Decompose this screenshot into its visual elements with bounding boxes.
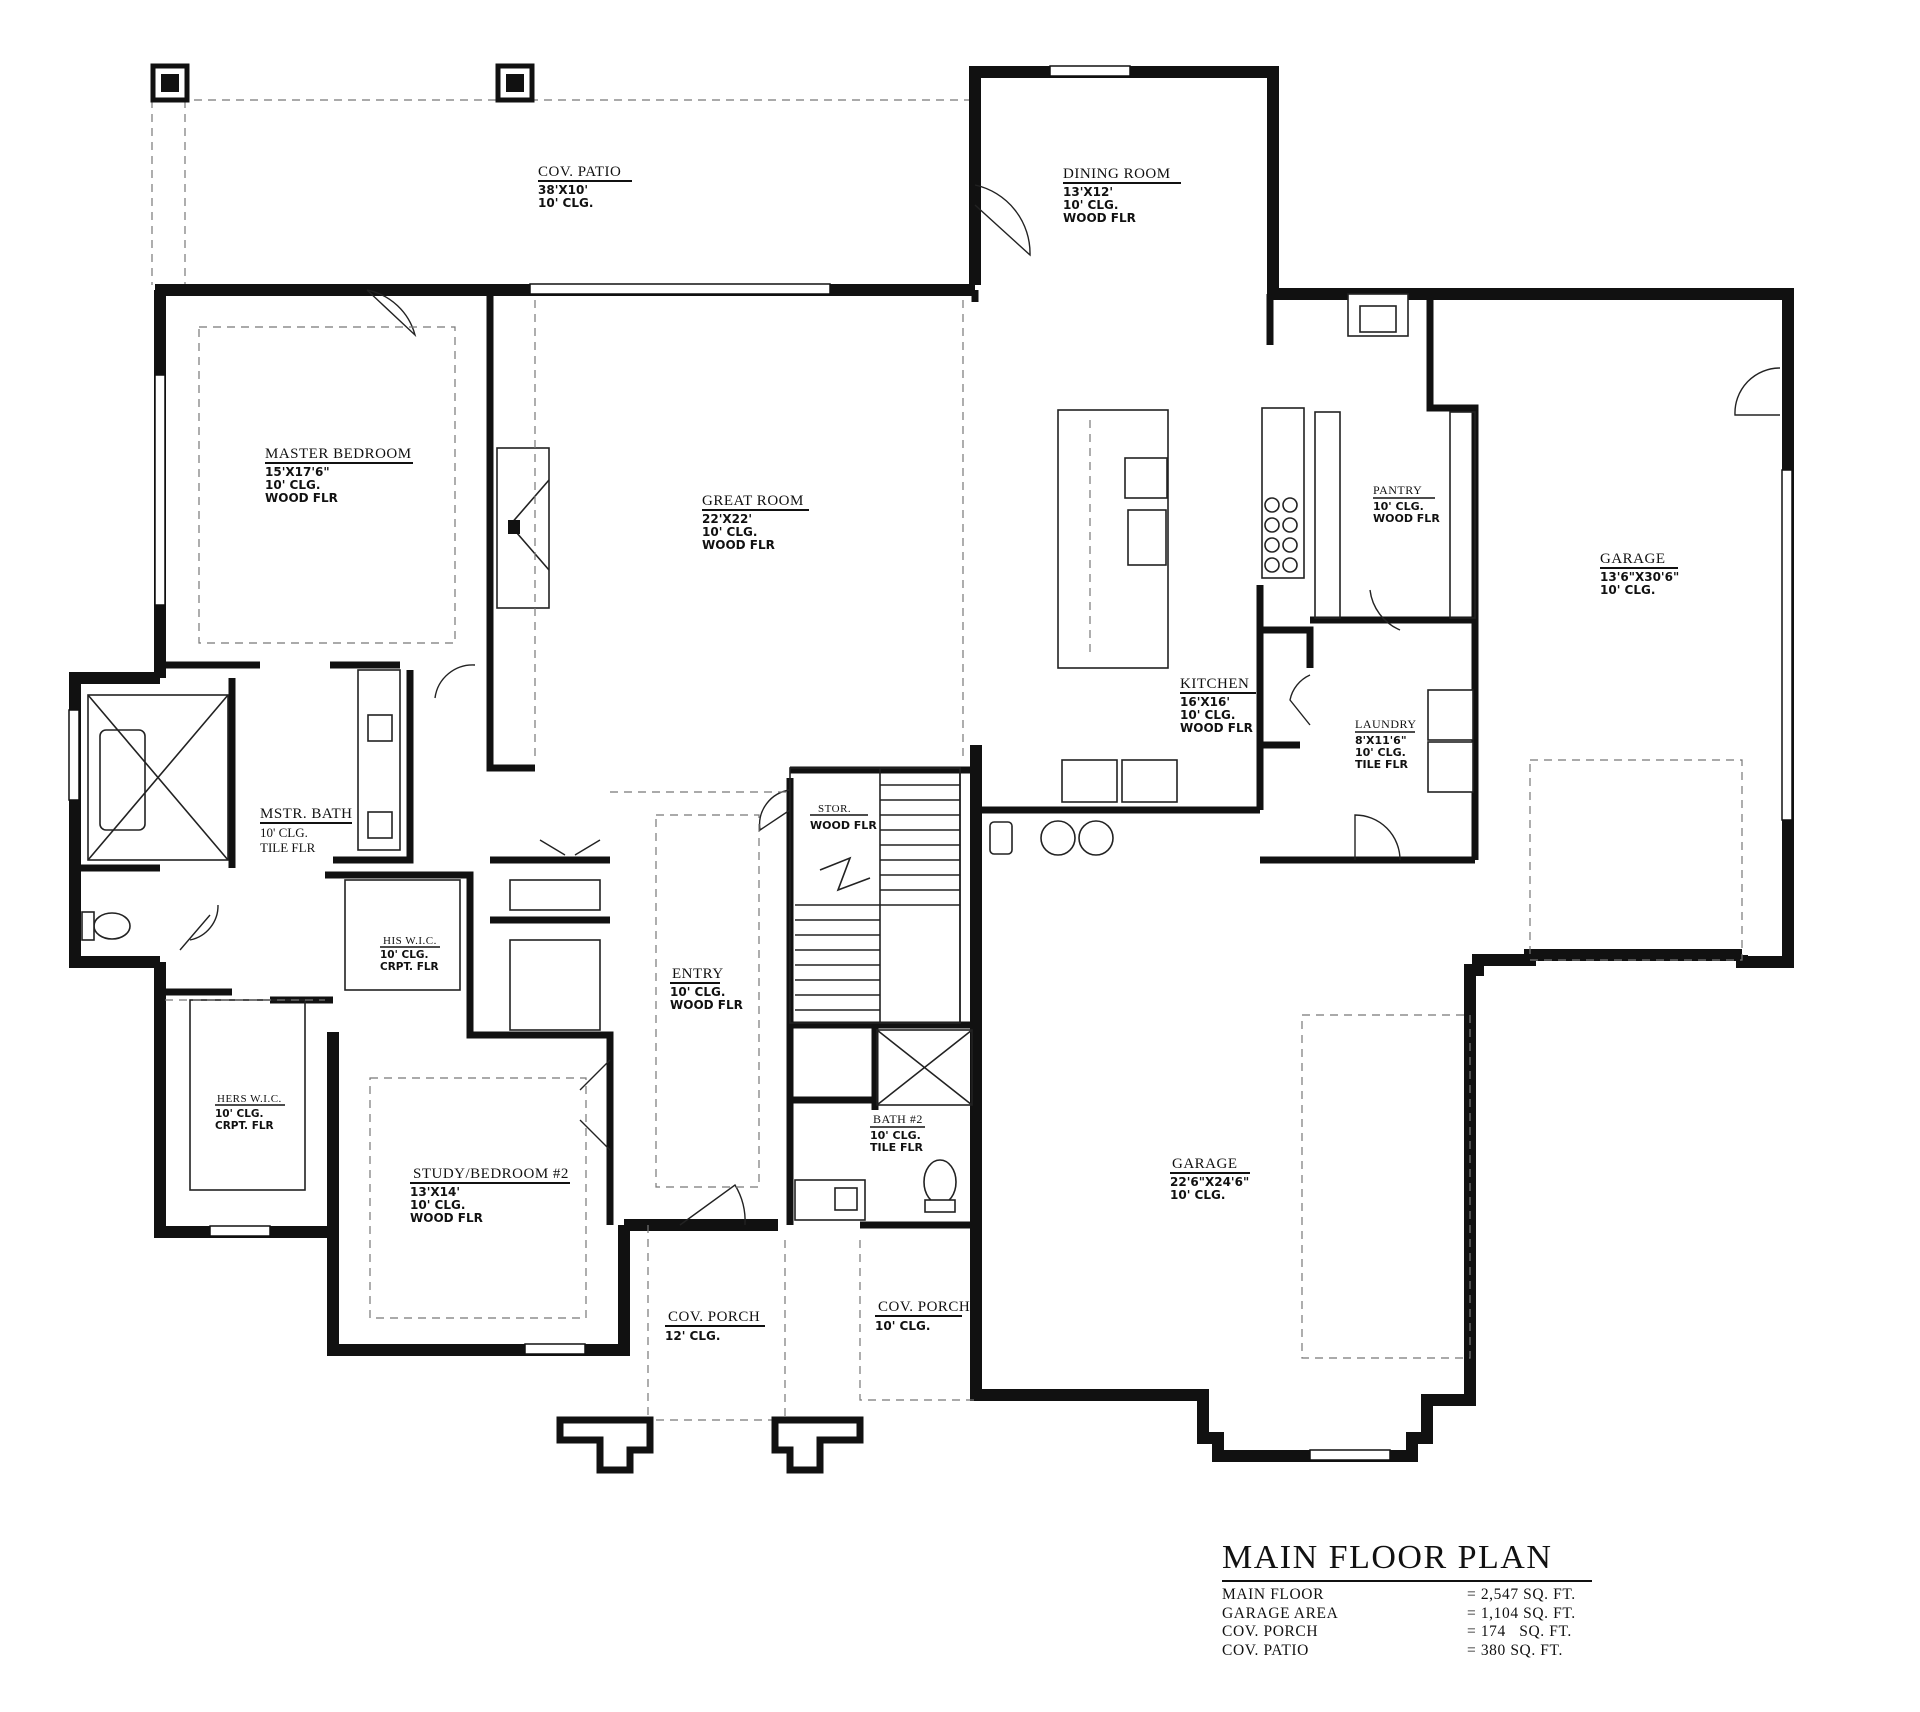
legend-row-cov-porch: COV. PORCH= 174 SQ. FT.: [1222, 1623, 1572, 1640]
svg-text:TILE FLR: TILE FLR: [870, 1141, 923, 1154]
svg-text:10' CLG.: 10' CLG.: [702, 525, 757, 539]
room-label-porch-1: COV. PORCH 12' CLG.: [665, 1309, 765, 1343]
svg-text:10' CLG.: 10' CLG.: [265, 478, 320, 492]
svg-text:10' CLG.: 10' CLG.: [1180, 708, 1235, 722]
svg-text:10' CLG.: 10' CLG.: [875, 1319, 930, 1333]
svg-text:GREAT ROOM: GREAT ROOM: [702, 493, 804, 509]
svg-text:10' CLG.: 10' CLG.: [215, 1108, 264, 1120]
interior-walls: [75, 290, 1479, 1232]
svg-text:10' CLG.: 10' CLG.: [260, 825, 308, 840]
room-label-mstr-bath: MSTR. BATH 10' CLG. TILE FLR: [260, 806, 353, 855]
svg-text:COV. PORCH: COV. PORCH: [878, 1299, 970, 1315]
room-label-great-room: GREAT ROOM 22'X22' 10' CLG. WOOD FLR: [702, 493, 809, 552]
svg-text:STUDY/BEDROOM #2: STUDY/BEDROOM #2: [413, 1166, 569, 1182]
svg-text:10' CLG.: 10' CLG.: [1373, 500, 1424, 513]
svg-text:10' CLG.: 10' CLG.: [1355, 746, 1406, 759]
room-label-kitchen: KITCHEN 16'X16' 10' CLG. WOOD FLR: [1180, 676, 1256, 735]
svg-text:12' CLG.: 12' CLG.: [665, 1329, 720, 1343]
svg-text:10' CLG.: 10' CLG.: [670, 985, 725, 999]
svg-text:13'X12': 13'X12': [1063, 185, 1113, 199]
room-label-dining: DINING ROOM 13'X12' 10' CLG. WOOD FLR: [1063, 166, 1181, 225]
room-label-master-bedroom: MASTER BEDROOM 15'X17'6" 10' CLG. WOOD F…: [265, 446, 413, 505]
exterior-walls: [69, 66, 1794, 1462]
room-label-porch-2: COV. PORCH 10' CLG.: [875, 1299, 970, 1333]
svg-text:10' CLG.: 10' CLG.: [870, 1129, 921, 1142]
room-label-entry: ENTRY 10' CLG. WOOD FLR: [670, 966, 743, 1012]
fixtures: [81, 293, 1476, 1221]
svg-text:HERS W.I.C.: HERS W.I.C.: [217, 1093, 282, 1105]
svg-text:8'X11'6": 8'X11'6": [1355, 734, 1407, 747]
svg-text:LAUNDRY: LAUNDRY: [1355, 717, 1417, 731]
dashed-outlines: [165, 300, 1743, 1421]
door-swings: [179, 184, 1781, 1226]
svg-text:38'X10': 38'X10': [538, 183, 588, 197]
legend-row-cov-patio: COV. PATIO= 380 SQ. FT.: [1222, 1641, 1563, 1659]
room-label-study: STUDY/BEDROOM #2 13'X14' 10' CLG. WOOD F…: [410, 1166, 570, 1225]
room-label-hers-wic: HERS W.I.C. 10' CLG. CRPT. FLR: [215, 1093, 285, 1132]
svg-text:CRPT. FLR: CRPT. FLR: [380, 961, 439, 973]
svg-text:WOOD FLR: WOOD FLR: [670, 998, 743, 1012]
area-legend: MAIN FLOOR PLAN MAIN FLOOR= 2,547 SQ. FT…: [1222, 1538, 1592, 1660]
room-label-bath2: BATH #2 10' CLG. TILE FLR: [870, 1112, 925, 1154]
svg-text:COV. PORCH: COV. PORCH: [668, 1309, 760, 1325]
svg-text:GARAGE: GARAGE: [1172, 1156, 1238, 1172]
room-label-pantry: PANTRY 10' CLG. WOOD FLR: [1373, 483, 1440, 525]
svg-text:15'X17'6": 15'X17'6": [265, 465, 330, 479]
svg-text:22'X22': 22'X22': [702, 512, 752, 526]
svg-text:WOOD FLR: WOOD FLR: [410, 1211, 483, 1225]
svg-text:10' CLG.: 10' CLG.: [410, 1198, 465, 1212]
legend-row-main-floor: MAIN FLOOR= 2,547 SQ. FT.: [1222, 1586, 1576, 1603]
svg-text:BATH #2: BATH #2: [873, 1112, 923, 1126]
plan-title: MAIN FLOOR PLAN: [1222, 1538, 1592, 1582]
patio-outline: [150, 63, 975, 285]
svg-text:TILE FLR: TILE FLR: [1355, 758, 1408, 771]
svg-text:HIS W.I.C.: HIS W.I.C.: [383, 935, 437, 947]
svg-text:GARAGE: GARAGE: [1600, 551, 1666, 567]
svg-text:WOOD FLR: WOOD FLR: [702, 538, 775, 552]
svg-text:16'X16': 16'X16': [1180, 695, 1230, 709]
svg-text:WOOD FLR: WOOD FLR: [1063, 211, 1136, 225]
svg-text:MASTER BEDROOM: MASTER BEDROOM: [265, 446, 412, 462]
svg-text:10' CLG.: 10' CLG.: [1170, 1188, 1225, 1202]
svg-text:ENTRY: ENTRY: [672, 966, 724, 982]
room-label-cov-patio: COV. PATIO 38'X10' 10' CLG.: [538, 164, 632, 210]
svg-text:DINING ROOM: DINING ROOM: [1063, 166, 1171, 182]
porch-piers: [556, 1416, 864, 1474]
windows: [68, 65, 1793, 1461]
svg-text:CRPT. FLR: CRPT. FLR: [215, 1120, 274, 1132]
room-label-garage-main: GARAGE 22'6"X24'6" 10' CLG.: [1170, 1156, 1250, 1202]
svg-text:WOOD FLR: WOOD FLR: [1373, 512, 1440, 525]
svg-text:WOOD FLR: WOOD FLR: [810, 819, 877, 832]
room-label-his-wic: HIS W.I.C. 10' CLG. CRPT. FLR: [380, 935, 440, 973]
staircase: [789, 767, 961, 1024]
svg-text:22'6"X24'6": 22'6"X24'6": [1170, 1175, 1249, 1189]
svg-text:TILE FLR: TILE FLR: [260, 840, 316, 855]
room-label-laundry: LAUNDRY 8'X11'6" 10' CLG. TILE FLR: [1355, 717, 1417, 771]
svg-text:10' CLG.: 10' CLG.: [380, 949, 429, 961]
svg-text:MSTR. BATH: MSTR. BATH: [260, 806, 353, 822]
svg-text:KITCHEN: KITCHEN: [1180, 676, 1249, 692]
legend-row-garage-area: GARAGE AREA= 1,104 SQ. FT.: [1222, 1604, 1576, 1622]
svg-text:10' CLG.: 10' CLG.: [1600, 583, 1655, 597]
svg-text:WOOD FLR: WOOD FLR: [265, 491, 338, 505]
room-label-stor: STOR. WOOD FLR: [810, 803, 877, 832]
svg-text:STOR.: STOR.: [818, 803, 851, 815]
svg-text:COV. PATIO: COV. PATIO: [538, 164, 621, 180]
svg-text:WOOD FLR: WOOD FLR: [1180, 721, 1253, 735]
svg-text:10' CLG.: 10' CLG.: [1063, 198, 1118, 212]
room-label-garage-right: GARAGE 13'6"X30'6" 10' CLG.: [1600, 551, 1679, 597]
svg-text:13'6"X30'6": 13'6"X30'6": [1600, 570, 1679, 584]
svg-text:10' CLG.: 10' CLG.: [538, 196, 593, 210]
svg-text:13'X14': 13'X14': [410, 1185, 460, 1199]
svg-text:PANTRY: PANTRY: [1373, 483, 1422, 497]
